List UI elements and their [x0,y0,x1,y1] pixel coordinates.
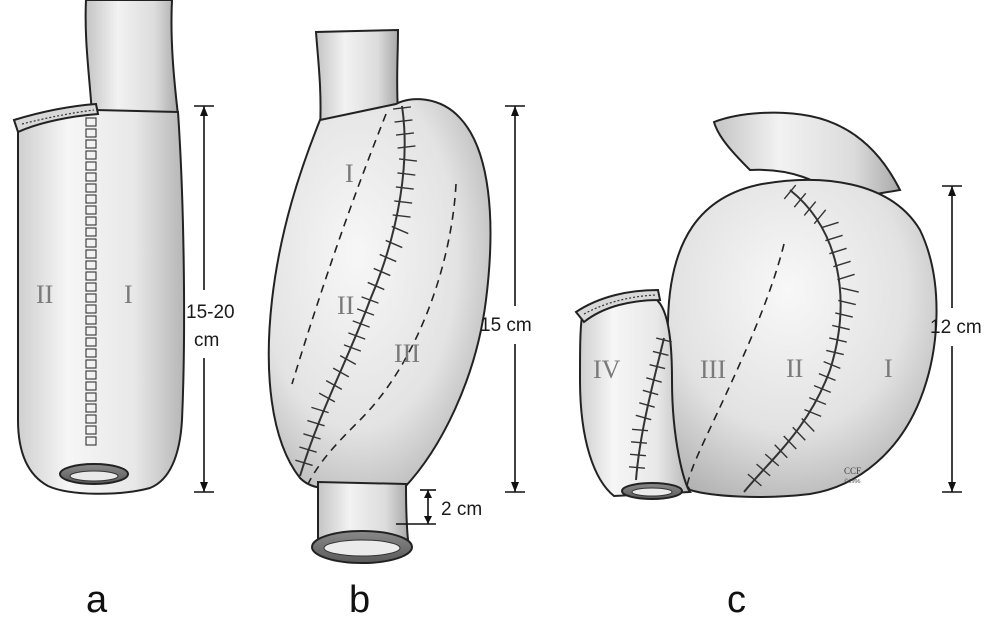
section-label-c-I: I [884,354,893,383]
dimension-label-a-line1: 15-20 [186,302,235,323]
section-label-a-right: I [124,280,133,309]
section-label-c-IV: IV [593,355,621,384]
section-label-a-left: II [36,280,53,309]
dimension-label-c: 12 cm [930,317,982,338]
section-label-b-I: I [345,159,354,188]
section-label-c-III: III [700,355,726,384]
dimension-b [505,106,525,492]
pouch-body-c [667,180,936,497]
section-label-c-II: II [786,354,803,383]
panel-c: IV III II I CCF ©1996 12 cm c [576,113,982,621]
dimension-label-b: 15 cm [480,315,532,336]
afferent-limb-a [86,0,178,115]
dimension-c [942,186,962,492]
pouch-body-b [269,99,491,488]
outlet-dimension-label-b: 2 cm [441,499,482,520]
panel-label-b: b [349,579,370,621]
panel-label-c: c [727,579,746,621]
credit-year-c: ©1996 [844,478,861,485]
dimension-label-a-line2: cm [194,330,219,351]
dimension-a [194,106,214,492]
section-label-b-II: II [337,291,354,320]
panel-b: I II III 15 cm 2 cm b [269,30,532,621]
credit-label-c: CCF [844,466,861,476]
panel-label-a: a [86,579,108,621]
panel-a: II I 15-20 cm a [14,0,235,621]
section-label-b-III: III [394,339,420,368]
